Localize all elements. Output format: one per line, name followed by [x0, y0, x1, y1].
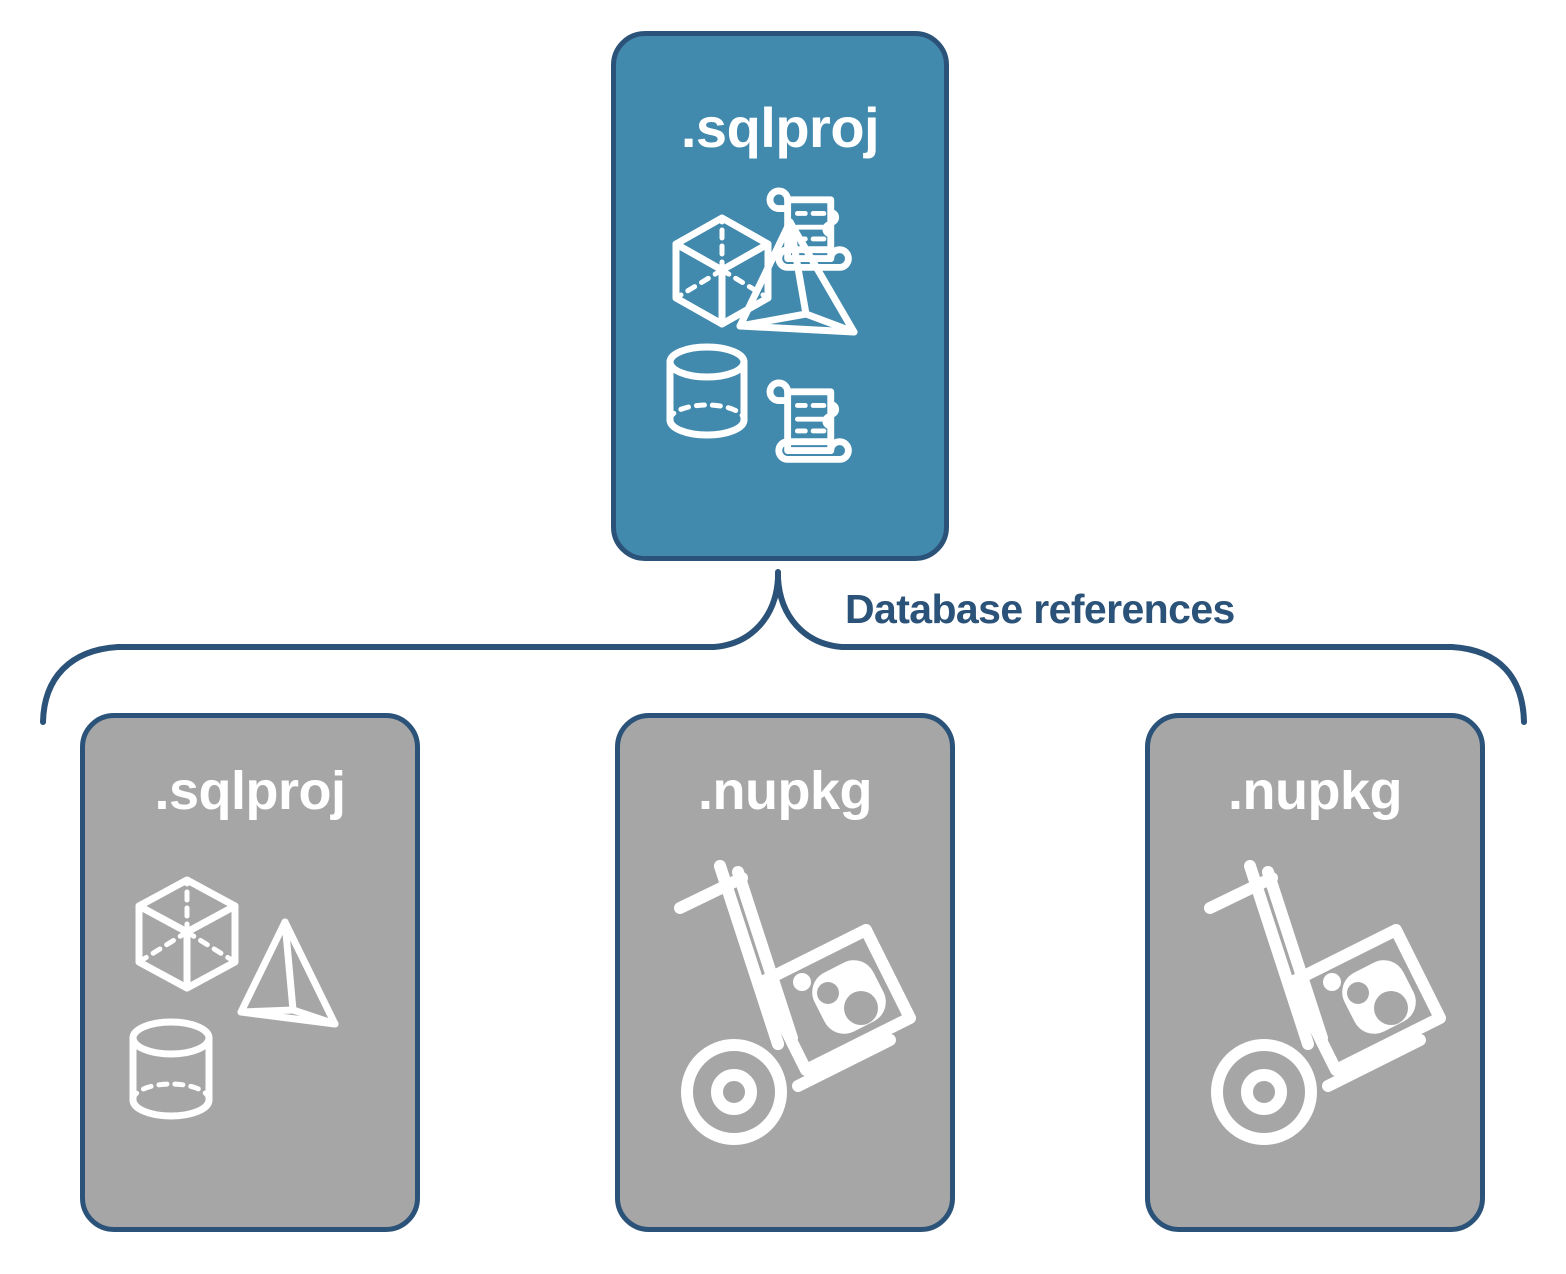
root-node-icon-group [644, 186, 926, 466]
root-node-label: .sqlproj [680, 96, 880, 159]
cube-icon [672, 214, 772, 328]
pyramid-icon [237, 918, 339, 1028]
reference-node-label: .nupkg [1228, 761, 1402, 821]
reference-node-icon-group [1168, 858, 1468, 1158]
reference-node-icon-group [103, 858, 403, 1158]
reference-node-label: .nupkg [698, 761, 872, 821]
cube-icon [135, 876, 239, 992]
scroll-icon [766, 187, 852, 271]
reference-node-sqlproj[interactable]: .sqlproj [80, 713, 420, 1232]
package-dot-holes [1347, 982, 1408, 1025]
reference-node-nupkg-2[interactable]: .nupkg [1145, 713, 1485, 1232]
reference-node-icon-group [638, 858, 938, 1158]
hand-truck-package-icon [1204, 860, 1446, 1145]
scroll-icon [766, 379, 852, 463]
hand-truck-package-icon [674, 860, 916, 1145]
root-node-sqlproj[interactable]: .sqlproj [611, 31, 949, 561]
package-dot-holes [817, 982, 878, 1025]
cylinder-icon [129, 1018, 213, 1120]
connector-label: Database references [845, 586, 1235, 632]
reference-node-nupkg-1[interactable]: .nupkg [615, 713, 955, 1232]
database-objects-icon-set [666, 187, 858, 463]
reference-node-label: .sqlproj [154, 761, 346, 821]
database-objects-icon-set [129, 876, 339, 1120]
cylinder-icon [666, 343, 748, 439]
